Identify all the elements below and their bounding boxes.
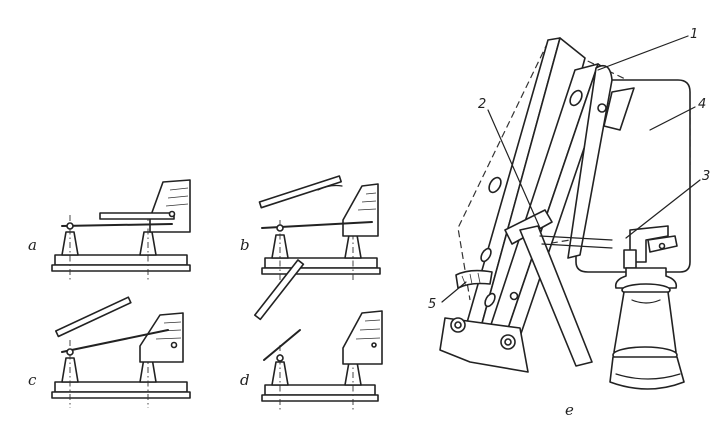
part-number-2: 2 (478, 97, 486, 112)
panel-label-d: d (240, 371, 250, 389)
panel-label-b: b (240, 236, 250, 254)
panel-d-switch-fully-open (253, 259, 383, 410)
part-number-1: 1 (690, 27, 698, 42)
panel-c-switch-opened (51, 296, 191, 408)
panel-b-switch-opening (258, 175, 381, 283)
panel-label-e: e (565, 401, 574, 419)
part-number-5: 5 (428, 297, 436, 312)
leader-lines (441, 35, 701, 303)
panel-a-switch-closed (51, 179, 191, 280)
panel-label-a: a (28, 236, 37, 254)
part-number-4: 4 (698, 97, 706, 112)
panel-e-perspective-view (439, 37, 691, 390)
part-number-3: 3 (702, 169, 710, 184)
panel-label-c: c (28, 371, 37, 389)
